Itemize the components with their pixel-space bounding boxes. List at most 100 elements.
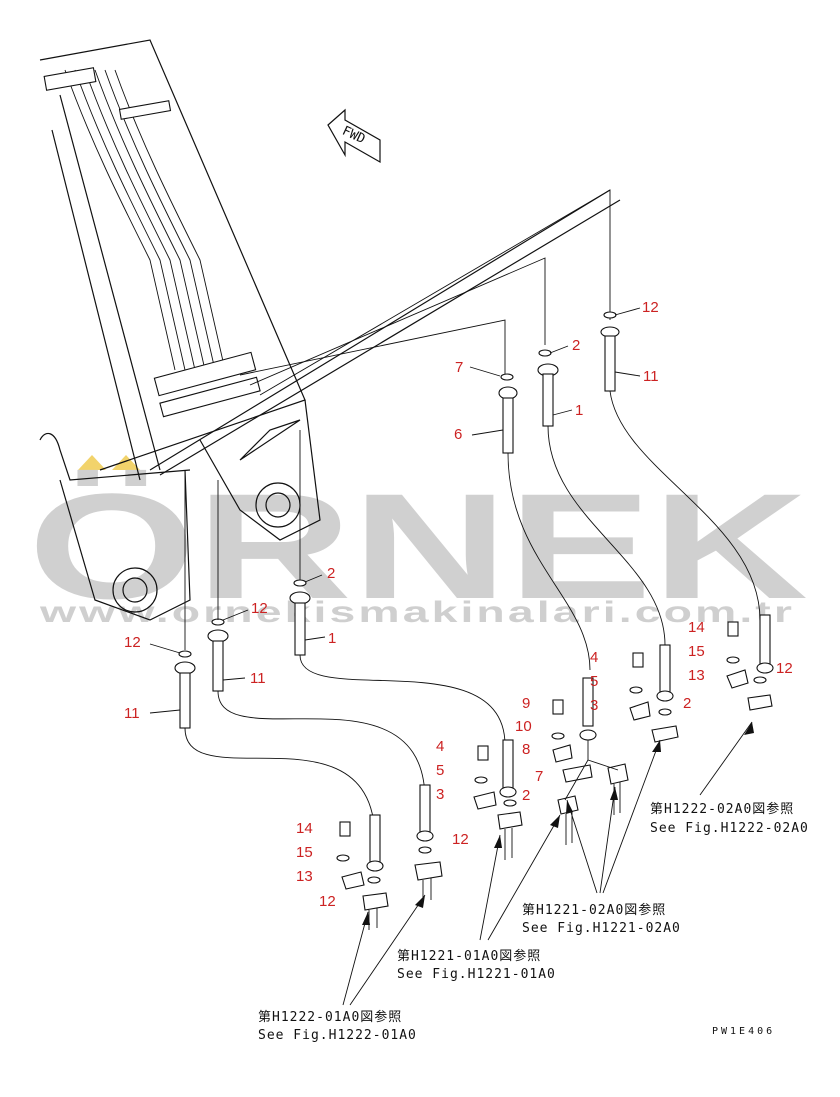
callout-4-r: 4 [590,649,598,666]
flange-c2 [499,786,517,798]
watermark-brand: ÖRNEK [28,462,808,630]
callout-12-r: 12 [776,660,793,677]
boom-hose-2 [74,69,186,371]
bolt-14-r [727,621,739,637]
o-ring-2-c [503,799,517,807]
arrows-h1221-01a0 [479,814,561,941]
reference-arrows [342,721,754,1006]
callout-11-top: 11 [643,368,659,385]
fitting-l [419,784,431,834]
o-ring-2-mid [538,349,552,357]
hose-clamp-top [43,67,97,91]
clamp-8-c [552,744,573,763]
split-flange-r [747,694,773,711]
boom-hose-6 [114,69,226,371]
callout-4-l: 4 [436,738,444,755]
fitting-c [582,677,594,727]
callout-2-mid: 2 [572,337,580,354]
boom-structure [39,39,621,621]
hose-line-11-right [609,390,761,621]
washer-5-c [474,776,488,784]
callout-15-b: 15 [296,844,313,861]
hose-line-far-left [184,727,376,841]
ref-h1221-02a0-en: See Fig.H1221-02A0 [522,921,681,936]
o-ring-2-left [293,579,307,587]
callout-2-c: 2 [522,787,530,804]
washer-5-r [629,686,643,694]
callout-7-mid: 7 [455,359,463,376]
o-ring-12-far-left [178,650,192,658]
leader-lines-left [184,430,301,650]
hose-clamp-bottom [159,376,261,418]
callout-15-r: 15 [688,643,705,660]
watermark-accent-left [78,455,106,470]
boom-outline-top [39,39,306,471]
o-ring-12-top [603,311,617,319]
boom-hose-5 [104,69,216,371]
washer-10-c [551,732,565,740]
split-flange-l [414,861,443,881]
hose-fitting-11-top [604,335,616,392]
callout-13-b: 13 [296,868,313,885]
ref-h1222-01a0-en: See Fig.H1222-01A0 [258,1028,417,1043]
o-ring-2-r [658,708,672,716]
lower-assemblies [336,614,774,930]
center-pipes [565,782,621,845]
clamp-3-c [473,791,497,810]
flange-bl [366,860,384,872]
boom-hose-1 [64,69,176,371]
flange-left-11 [207,629,229,643]
ref-h1221-01a0-en: See Fig.H1221-01A0 [397,967,556,982]
callout-12-l: 12 [452,831,469,848]
flange-r2 [656,690,674,702]
ref-h1222-02a0-jp: 第H1222-02A0図参照 [650,801,794,817]
fitting-group-left [174,430,506,841]
callout-13-r: 13 [688,667,705,684]
boom-top-plate [149,189,621,476]
boom-foot-right [199,399,321,541]
callout-10-c: 10 [515,718,532,735]
flange-far-left [174,661,196,675]
bolt-4-c [477,745,489,761]
leader-to-1-mid [249,257,546,386]
hose-clamp-mid [118,100,172,120]
callout-8-c: 8 [522,741,530,758]
callout-12-left-b: 12 [124,634,141,651]
boom-pin-left [112,567,158,613]
callout-leaders [149,307,641,714]
center-branch [564,740,619,801]
fitting-group-top [498,311,761,671]
flange-c [579,729,597,741]
callout-14-r: 14 [688,619,705,636]
washer-15-bl [336,854,350,862]
o-ring-12-r [753,676,767,684]
callout-3-l: 3 [436,786,444,803]
hose-fitting-6 [502,397,514,454]
split-flange-c1 [607,763,629,785]
bolt-4-r [632,652,644,668]
boom-side-lines [51,94,161,481]
callout-12-top: 12 [642,299,659,316]
boom-hose-4 [94,69,206,371]
fitting-r2 [659,644,671,694]
callout-12-b: 12 [319,893,336,910]
ref-h1222-02a0-en: See Fig.H1222-02A0 [650,821,809,836]
clamp-13-r [726,669,749,689]
fitting-bl [369,814,381,866]
hose-fitting-1-mid [542,373,554,427]
arrows-h1222-01a0 [342,894,426,1006]
callout-numbers: 12 11 2 1 7 6 2 1 12 12 11 11 14 15 13 1… [124,299,793,910]
o-ring-12-bl [367,876,381,884]
hose-fitting-11-far-left [179,672,191,729]
pipe-bl [368,908,378,930]
ref-h1222-01a0-jp: 第H1222-01A0図参照 [258,1009,402,1025]
callout-3-r: 3 [590,697,598,714]
reference-notes: 第H1222-02A0図参照 See Fig.H1222-02A0 第H1221… [258,801,809,1043]
callout-2-r: 2 [683,695,691,712]
callout-14-b: 14 [296,820,313,837]
watermark-url: www.ornekismakinalari.com.tr [38,596,795,629]
arrows-h1221-02a0 [566,739,661,894]
callout-9-c: 9 [522,695,530,712]
flange-l [416,830,434,842]
